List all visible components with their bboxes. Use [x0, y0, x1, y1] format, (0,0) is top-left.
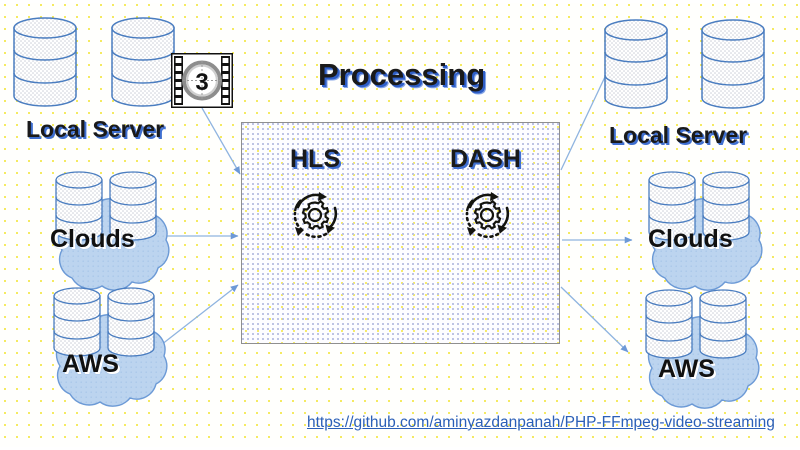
clouds-left-node	[55, 171, 170, 291]
local-server-left-cylinders	[13, 17, 175, 107]
film-frame-number: 3	[195, 69, 208, 96]
aws-right-node	[645, 289, 760, 409]
label-local-server-left: Local Server	[26, 116, 165, 142]
page-title: Processing	[318, 57, 486, 92]
aws-left-node	[53, 287, 168, 407]
label-aws-left: AWS	[62, 350, 119, 378]
label-local-server-right: Local Server	[609, 122, 748, 148]
gear-refresh-icon-dash	[465, 192, 510, 239]
label-clouds-left: Clouds	[50, 225, 135, 253]
format-label-dash: DASH	[450, 145, 521, 173]
gear-refresh-icon-hls	[293, 192, 338, 239]
label-aws-right: AWS	[658, 355, 715, 383]
github-url-link[interactable]: https://github.com/aminyazdanpanah/PHP-F…	[307, 414, 775, 431]
format-label-hls: HLS	[290, 145, 340, 173]
film-countdown-icon: 3	[171, 53, 233, 108]
processing-box	[241, 122, 560, 344]
clouds-right-node	[648, 171, 763, 291]
bottom-edge-band	[0, 447, 800, 450]
label-clouds-right: Clouds	[648, 225, 733, 253]
local-server-right-cylinders	[604, 19, 765, 109]
top-edge-band	[0, 0, 800, 3]
